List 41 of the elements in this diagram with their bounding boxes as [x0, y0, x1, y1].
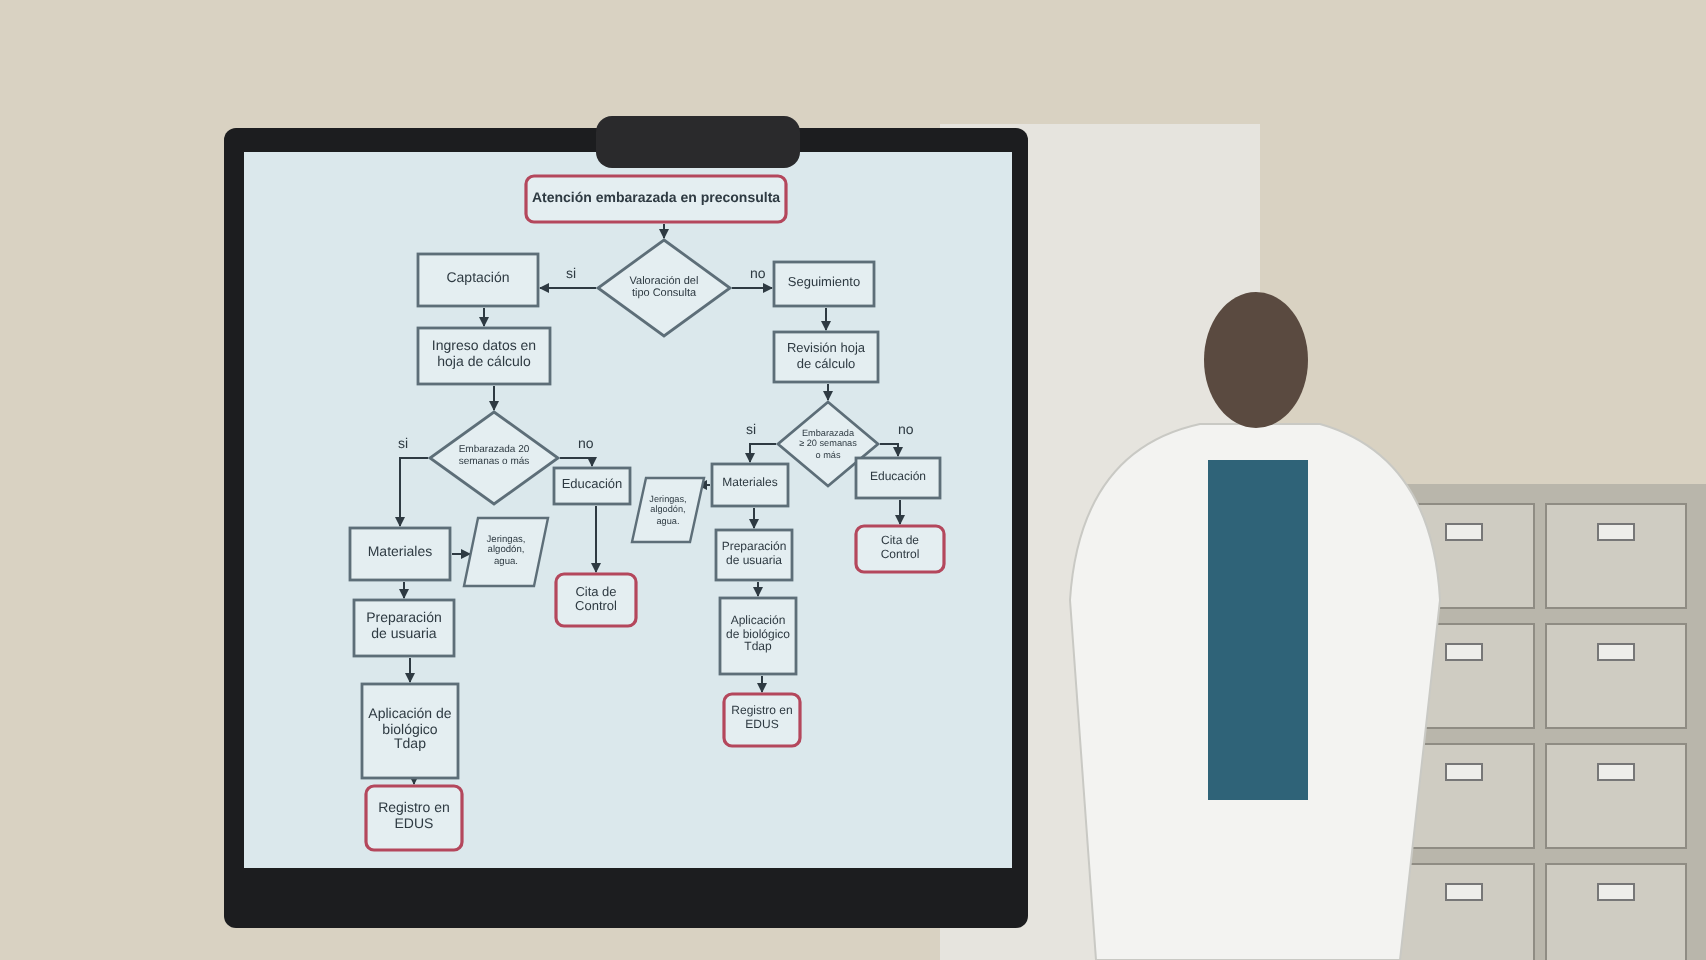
process-box	[710, 462, 790, 508]
decision-diamond	[596, 238, 732, 338]
arrow	[753, 581, 763, 597]
arrow	[409, 775, 419, 785]
title-box	[524, 174, 788, 224]
arrow	[749, 507, 759, 529]
arrow	[745, 443, 777, 463]
process-box	[416, 252, 540, 308]
arrow	[757, 675, 767, 693]
process-box	[352, 598, 456, 658]
terminal-box	[854, 524, 946, 574]
arrow	[821, 307, 831, 331]
arrow	[879, 443, 903, 457]
terminal-box	[554, 572, 638, 628]
terminal-box	[722, 692, 802, 748]
process-box	[360, 682, 460, 780]
process-box	[772, 330, 880, 384]
arrow	[405, 657, 415, 683]
decision-diamond	[428, 410, 560, 506]
process-box	[348, 526, 452, 582]
process-box	[416, 326, 552, 386]
arrow	[489, 385, 499, 411]
arrow	[591, 505, 601, 573]
process-box	[718, 596, 798, 676]
data-parallelogram	[462, 516, 550, 588]
arrow	[479, 307, 489, 327]
process-box	[552, 466, 632, 506]
process-box	[772, 260, 876, 308]
process-box	[854, 456, 942, 500]
process-box	[714, 528, 794, 582]
arrow	[731, 283, 773, 293]
arrow	[659, 223, 669, 239]
arrow	[451, 549, 471, 559]
terminal-box	[364, 784, 464, 852]
arrow	[559, 457, 597, 467]
arrow	[895, 499, 905, 525]
data-parallelogram	[630, 476, 706, 544]
arrow	[395, 457, 429, 527]
arrow	[399, 581, 409, 599]
arrow	[539, 283, 597, 293]
arrow	[823, 383, 833, 401]
